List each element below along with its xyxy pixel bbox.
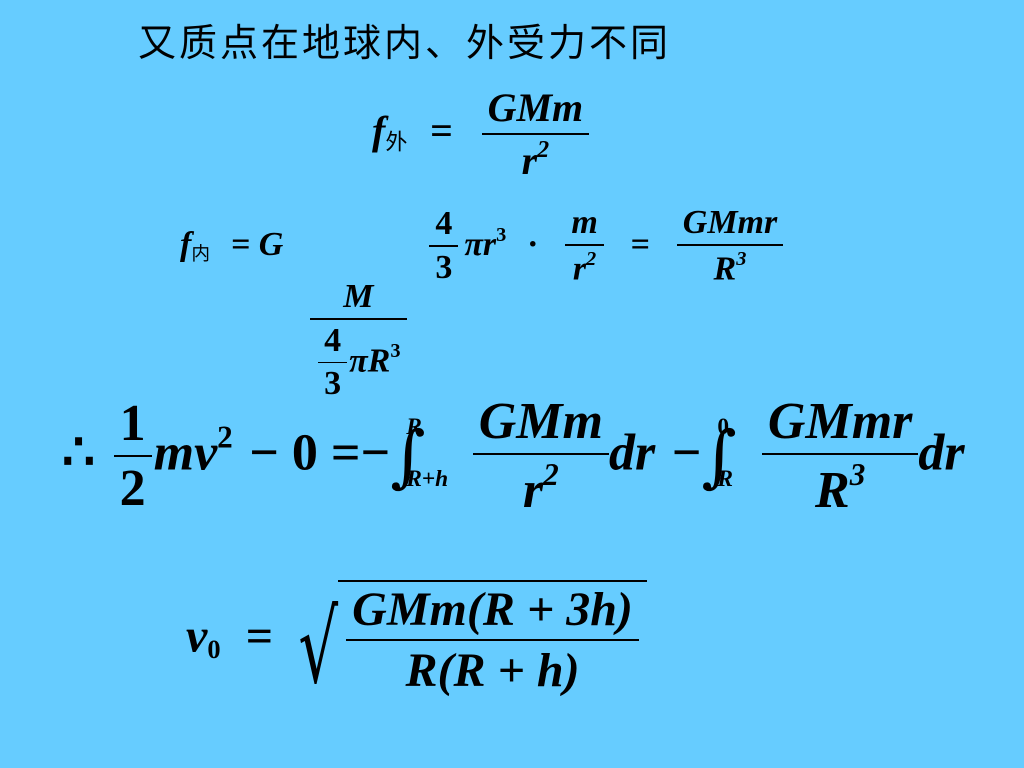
dr-term: dr — [918, 424, 965, 482]
dot-operator: · — [527, 226, 539, 264]
equation-energy-integral: ∴ 1 2 mv2 − 0 =− ∫ R R+h GMm r2 dr − ∫ 0… — [62, 392, 965, 520]
negative-sign: − — [360, 424, 391, 482]
equals-sign: = — [630, 226, 650, 264]
gravity-fraction: GMm r2 — [481, 84, 590, 184]
fraction-numerator: GMm — [487, 85, 584, 130]
gravity-fraction-inner: GMmr R3 — [761, 392, 919, 520]
f-subscript-inside: 内 — [191, 243, 211, 265]
gravity-fraction-outer: GMm r2 — [472, 392, 609, 520]
equals-sign: = — [245, 609, 274, 663]
equation-f-inside: f内 = G M 4 3 πR3 4 3 πr3 · m r2 = GMmr R… — [180, 204, 789, 403]
therefore-symbol: ∴ — [62, 424, 96, 482]
minus-sign: − — [671, 424, 702, 482]
f-subscript-outside: 外 — [385, 130, 408, 156]
v-subscript: 0 — [207, 634, 221, 665]
mv-term: mv — [153, 424, 218, 482]
equals-G: = G — [230, 226, 284, 264]
f-symbol: f — [180, 226, 192, 264]
fraction-denominator: r2 — [521, 137, 550, 183]
f-symbol: f — [372, 108, 386, 153]
pi-R: πR — [349, 342, 391, 380]
square-root: √ GMm(R + 3h) R(R + h) — [298, 580, 647, 706]
dr-term: dr — [608, 424, 656, 482]
equation-escape-velocity: v0 = √ GMm(R + 3h) R(R + h) — [186, 580, 647, 698]
equals-sign: = — [430, 108, 453, 153]
mass-density-fraction: M 4 3 πR3 — [310, 278, 407, 403]
radical-sign: √ — [298, 588, 339, 706]
pi-r: πr — [464, 226, 497, 264]
equation-f-outside: f外 = GMm r2 — [372, 84, 595, 184]
four-thirds-fraction: 4 3 — [429, 205, 459, 287]
integral-inner: ∫ 0 R — [701, 414, 737, 496]
sphere-volume-denominator: 4 3 πR3 — [310, 322, 406, 403]
v-symbol: v — [186, 609, 208, 663]
fraction-bar — [481, 133, 590, 135]
integral-outer: ∫ R R+h — [390, 414, 449, 496]
four-thirds: 4 3 — [318, 322, 348, 403]
mass-numerator: M — [343, 278, 374, 316]
fraction-bar — [310, 318, 407, 321]
velocity-fraction: GMm(R + 3h) R(R + h) — [346, 582, 639, 698]
m-over-r2: m r2 — [565, 204, 604, 288]
result-fraction: GMmr R3 — [676, 204, 784, 288]
minus-zero-equals: − 0 = — [249, 424, 361, 482]
slide-heading: 又质点在地球内、外受力不同 — [138, 21, 672, 65]
one-half: 1 2 — [113, 394, 152, 518]
